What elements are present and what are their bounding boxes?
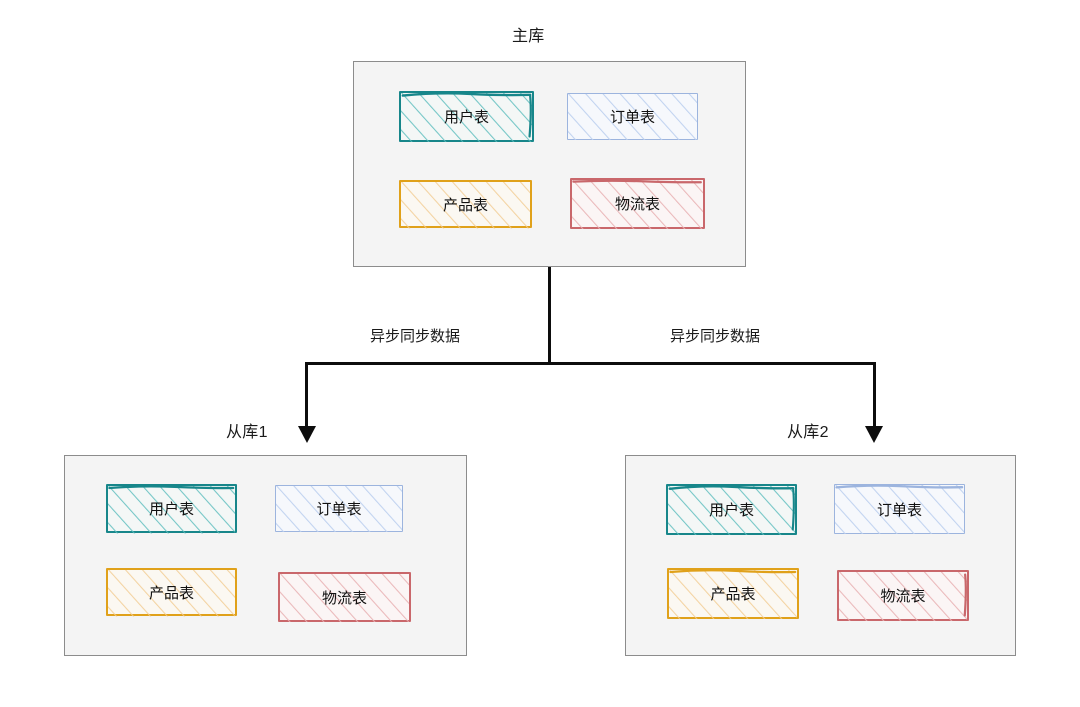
replica2-table-user[interactable]: 用户表 xyxy=(666,484,797,536)
table-label: 产品表 xyxy=(710,586,756,603)
table-label: 订单表 xyxy=(316,501,362,518)
replica1-table-logistics[interactable]: 物流表 xyxy=(278,572,411,623)
primary-table-user[interactable]: 用户表 xyxy=(399,91,534,143)
replica2-table-logistics[interactable]: 物流表 xyxy=(837,570,969,622)
primary-db-panel: 用户表 订单表 产品表 xyxy=(353,61,746,267)
connector-trunk-vertical xyxy=(548,267,552,364)
primary-db-title: 主库 xyxy=(512,28,545,45)
arrow-head-right xyxy=(865,426,884,443)
table-label: 物流表 xyxy=(880,588,926,605)
connector-drop-left xyxy=(305,362,309,428)
connector-bus-horizontal xyxy=(305,362,876,366)
replica1-table-order[interactable]: 订单表 xyxy=(275,485,403,533)
edge-label-replica1: 异步同步数据 xyxy=(367,325,464,346)
primary-table-order[interactable]: 订单表 xyxy=(567,93,698,141)
replica2-db-title: 从库2 xyxy=(787,424,829,441)
replica1-db-title: 从库1 xyxy=(226,424,268,441)
table-label: 物流表 xyxy=(321,589,367,607)
primary-table-product[interactable]: 产品表 xyxy=(399,180,532,229)
replica1-db-panel: 用户表 订单表 产品表 xyxy=(64,455,467,656)
replica2-table-order[interactable]: 订单表 xyxy=(834,484,965,535)
table-label: 产品表 xyxy=(148,584,194,602)
replica1-table-product[interactable]: 产品表 xyxy=(106,568,237,617)
table-label: 用户表 xyxy=(443,109,489,126)
primary-table-logistics[interactable]: 物流表 xyxy=(570,178,705,230)
table-label: 物流表 xyxy=(614,196,660,213)
table-label: 产品表 xyxy=(442,196,488,214)
arrow-head-left xyxy=(297,426,316,443)
edge-label-replica2: 异步同步数据 xyxy=(667,325,764,346)
replica2-table-product[interactable]: 产品表 xyxy=(667,568,799,620)
replica1-table-user[interactable]: 用户表 xyxy=(106,484,237,534)
replica2-db-panel: 用户表 订单表 产品表 xyxy=(625,455,1016,656)
table-label: 订单表 xyxy=(876,501,922,519)
table-label: 用户表 xyxy=(708,502,754,519)
table-label: 订单表 xyxy=(609,109,655,126)
table-label: 用户表 xyxy=(148,501,194,518)
connector-drop-right xyxy=(872,362,876,428)
